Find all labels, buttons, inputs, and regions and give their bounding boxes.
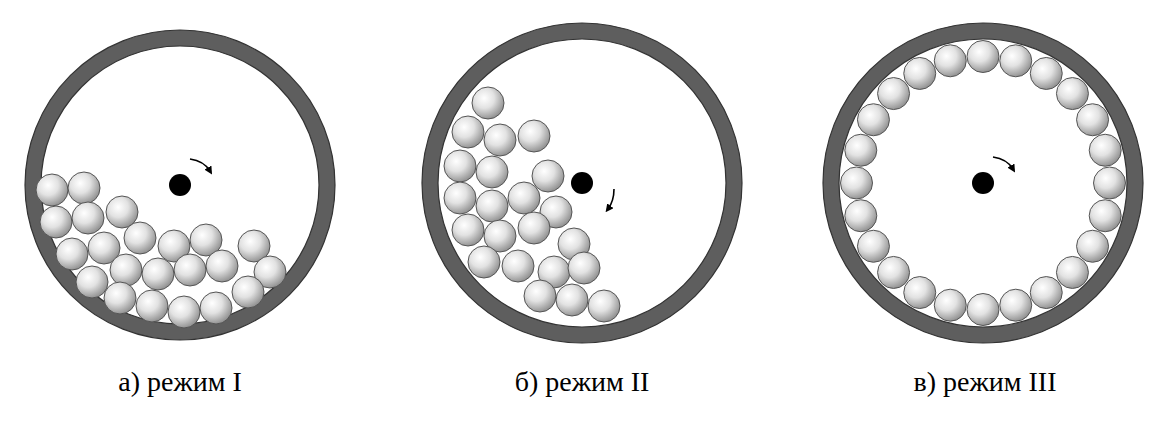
grinding-ball <box>444 182 476 214</box>
grinding-ball <box>1077 104 1109 136</box>
grinding-ball <box>845 134 877 166</box>
grinding-ball <box>845 200 877 232</box>
grinding-ball <box>484 124 516 156</box>
grinding-ball <box>168 296 200 328</box>
grinding-ball <box>1030 277 1062 309</box>
grinding-ball <box>1056 256 1088 288</box>
grinding-ball <box>136 290 168 322</box>
grinding-ball <box>76 266 108 298</box>
grinding-ball <box>1030 57 1062 89</box>
grinding-ball <box>56 238 88 270</box>
grinding-ball <box>841 167 873 199</box>
grinding-ball <box>967 294 999 326</box>
grinding-ball <box>556 284 588 316</box>
rotation-arrow <box>190 159 210 171</box>
mode-caption: б) режим II <box>515 366 650 398</box>
drum-outline <box>422 23 742 343</box>
grinding-ball <box>36 174 68 206</box>
grinding-ball <box>200 292 232 324</box>
grinding-ball <box>502 250 534 282</box>
drum-axis <box>169 174 191 196</box>
grinding-ball <box>110 254 142 286</box>
grinding-ball <box>40 206 72 238</box>
grinding-ball <box>452 214 484 246</box>
grinding-ball <box>518 120 550 152</box>
drum-shell <box>831 31 1135 335</box>
grinding-ball <box>124 222 156 254</box>
grinding-ball <box>934 289 966 321</box>
grinding-ball <box>508 182 540 214</box>
drum-inner-outline <box>41 46 319 324</box>
grinding-ball <box>142 258 174 290</box>
grinding-ball <box>1000 289 1032 321</box>
grinding-ball <box>174 254 206 286</box>
rotation-arrow <box>993 157 1013 169</box>
grinding-ball <box>1094 167 1126 199</box>
grinding-ball <box>878 256 910 288</box>
drum-inner-outline <box>839 39 1127 327</box>
drum-shell <box>33 38 327 332</box>
grinding-ball <box>904 57 936 89</box>
grinding-ball <box>518 212 550 244</box>
grinding-ball <box>476 190 508 222</box>
grinding-ball <box>524 280 556 312</box>
grinding-ball <box>104 282 136 314</box>
grinding-ball <box>568 252 600 284</box>
grinding-ball <box>452 116 484 148</box>
grinding-ball <box>72 202 104 234</box>
grinding-ball <box>1000 45 1032 77</box>
grinding-ball <box>588 290 620 322</box>
grinding-ball <box>206 250 238 282</box>
grinding-ball <box>857 104 889 136</box>
grinding-ball <box>967 41 999 73</box>
grinding-ball <box>904 277 936 309</box>
grinding-ball <box>857 230 889 262</box>
drum-axis <box>972 172 994 194</box>
mode-caption: в) режим III <box>914 366 1057 398</box>
grinding-ball <box>472 87 504 119</box>
drum-outline <box>823 23 1143 343</box>
grinding-ball <box>1089 200 1121 232</box>
grinding-ball <box>878 78 910 110</box>
grinding-ball <box>934 45 966 77</box>
grinding-ball <box>476 156 508 188</box>
grinding-ball <box>1077 230 1109 262</box>
drum-axis <box>571 172 593 194</box>
drum-shell <box>430 31 734 335</box>
grinding-ball <box>532 160 564 192</box>
grinding-ball <box>1056 78 1088 110</box>
mode-caption: а) режим I <box>118 366 242 398</box>
grinding-ball <box>68 172 100 204</box>
drum-inner-outline <box>438 39 726 327</box>
drum-outline <box>25 30 335 340</box>
rotation-arrow <box>608 189 614 209</box>
grinding-ball <box>444 150 476 182</box>
grinding-ball <box>1089 134 1121 166</box>
grinding-ball <box>232 276 264 308</box>
grinding-ball <box>468 246 500 278</box>
